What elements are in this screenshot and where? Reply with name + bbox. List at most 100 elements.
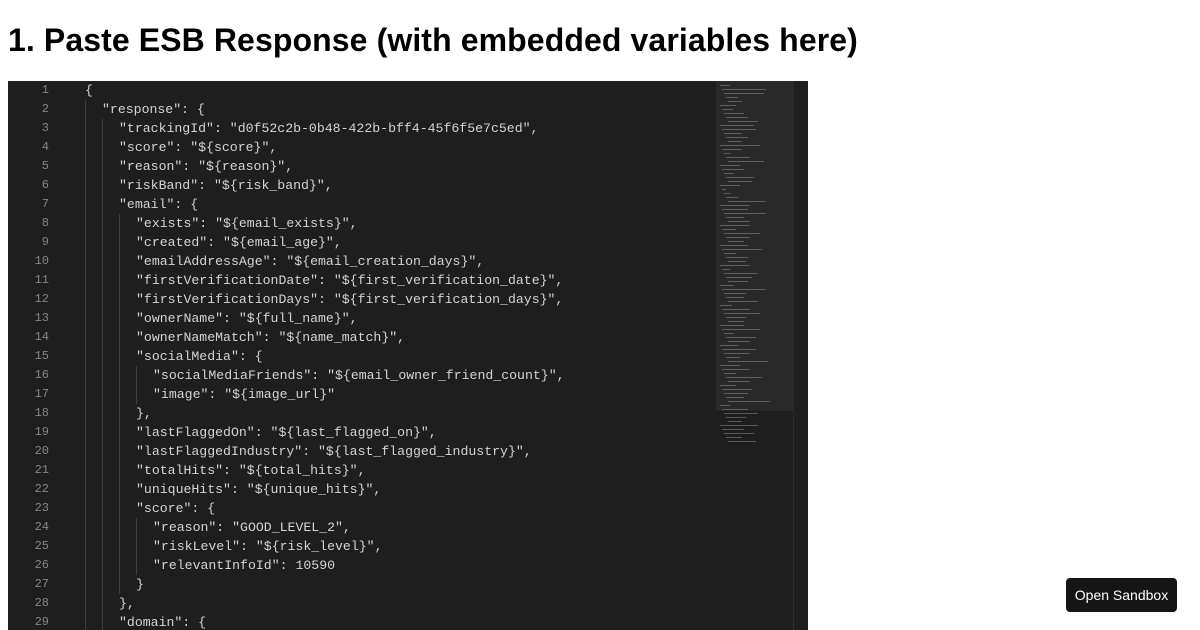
code-line-text: "relevantInfoId": 10590 [153,558,336,573]
code-line-text: }, [136,406,152,421]
minimap-line [726,417,746,418]
minimap-line [722,289,766,290]
minimap-line [726,337,756,338]
code-line: "riskLevel": "${risk_level}", [66,537,716,556]
code-line: "firstVerificationDate": "${first_verifi… [66,271,716,290]
minimap-line [722,129,756,130]
minimap-line [728,141,742,142]
minimap-line [728,301,758,302]
code-line: "score": { [66,499,716,518]
code-line-text: "domain": { [119,615,207,630]
indent-guide [119,499,120,518]
minimap-line [720,145,760,146]
code-line: "exists": "${email_exists}", [66,214,716,233]
minimap-line [724,333,734,334]
minimap-line [722,409,748,410]
indent-guide [119,575,120,594]
code-line-text: "ownerName": "${full_name}", [136,311,358,326]
indent-guide [85,404,86,423]
indent-guide [85,366,86,385]
minimap-line [724,273,758,274]
code-line-text: "totalHits": "${total_hits}", [136,463,366,478]
indent-guide [119,442,120,461]
line-number: 18 [34,406,49,420]
indent-guide [119,309,120,328]
line-number: 16 [34,368,49,382]
indent-guide [102,518,103,537]
code-line-text: "created": "${email_age}", [136,235,342,250]
minimap-line [728,281,748,282]
code-line: "ownerName": "${full_name}", [66,309,716,328]
code-line: "lastFlaggedOn": "${last_flagged_on}", [66,423,716,442]
indent-guide [85,214,86,233]
minimap-line [728,241,744,242]
indent-guide [102,537,103,556]
minimap-line [728,121,758,122]
minimap-line [720,325,744,326]
code-line: "trackingId": "d0f52c2b-0b48-422b-bff4-4… [66,119,716,138]
minimap-line [724,393,748,394]
minimap-line [724,293,746,294]
indent-guide [102,461,103,480]
minimap-line [722,429,744,430]
minimap-line [728,201,766,202]
code-line: "email": { [66,195,716,214]
minimap-line [722,369,750,370]
code-area[interactable]: {"response": {"trackingId": "d0f52c2b-0b… [66,81,716,630]
code-line: "response": { [66,100,716,119]
vertical-scrollbar[interactable] [793,81,808,630]
minimap-line [724,313,760,314]
line-number: 20 [34,444,49,458]
code-line: "reason": "GOOD_LEVEL_2", [66,518,716,537]
minimap-line [722,309,750,310]
indent-guide [85,613,86,630]
indent-guide [85,309,86,328]
line-number: 10 [34,254,49,268]
minimap-line [728,221,750,222]
minimap-line [720,345,738,346]
indent-guide [85,461,86,480]
indent-guide [119,385,120,404]
code-line-text: "uniqueHits": "${unique_hits}", [136,482,382,497]
code-line: "riskBand": "${risk_band}", [66,176,716,195]
indent-guide [85,480,86,499]
indent-guide [85,157,86,176]
code-line-text: "trackingId": "d0f52c2b-0b48-422b-bff4-4… [119,121,539,136]
line-number: 7 [41,197,49,211]
minimap-line [726,137,748,138]
line-number: 6 [41,178,49,192]
minimap-line [726,437,742,438]
minimap-line [724,153,730,154]
code-line: "uniqueHits": "${unique_hits}", [66,480,716,499]
indent-guide [85,347,86,366]
indent-guide [102,423,103,442]
code-line-text: "image": "${image_url}" [153,387,336,402]
open-sandbox-button[interactable]: Open Sandbox [1066,578,1177,612]
code-line-text: "socialMediaFriends": "${email_owner_fri… [153,368,565,383]
minimap-line [728,361,768,362]
minimap-line [728,441,756,442]
line-number: 14 [34,330,49,344]
minimap-line [726,357,740,358]
line-number: 4 [41,140,49,154]
indent-guide [102,157,103,176]
code-line: "score": "${score}", [66,138,716,157]
indent-guide [119,233,120,252]
minimap-line [728,101,742,102]
minimap-line [726,97,738,98]
minimap-line [722,389,752,390]
indent-guide [136,556,137,575]
minimap-slider[interactable] [716,81,808,411]
indent-guide [119,252,120,271]
minimap-line [722,109,733,110]
code-line-text: "score": { [136,501,216,516]
minimap-line [728,381,750,382]
minimap[interactable] [716,81,808,630]
code-line-text: } [136,577,144,592]
minimap-line [720,425,758,426]
minimap-line [726,257,748,258]
code-line-text: "firstVerificationDays": "${first_verifi… [136,292,564,307]
code-line: "socialMediaFriends": "${email_owner_fri… [66,366,716,385]
minimap-line [726,377,762,378]
